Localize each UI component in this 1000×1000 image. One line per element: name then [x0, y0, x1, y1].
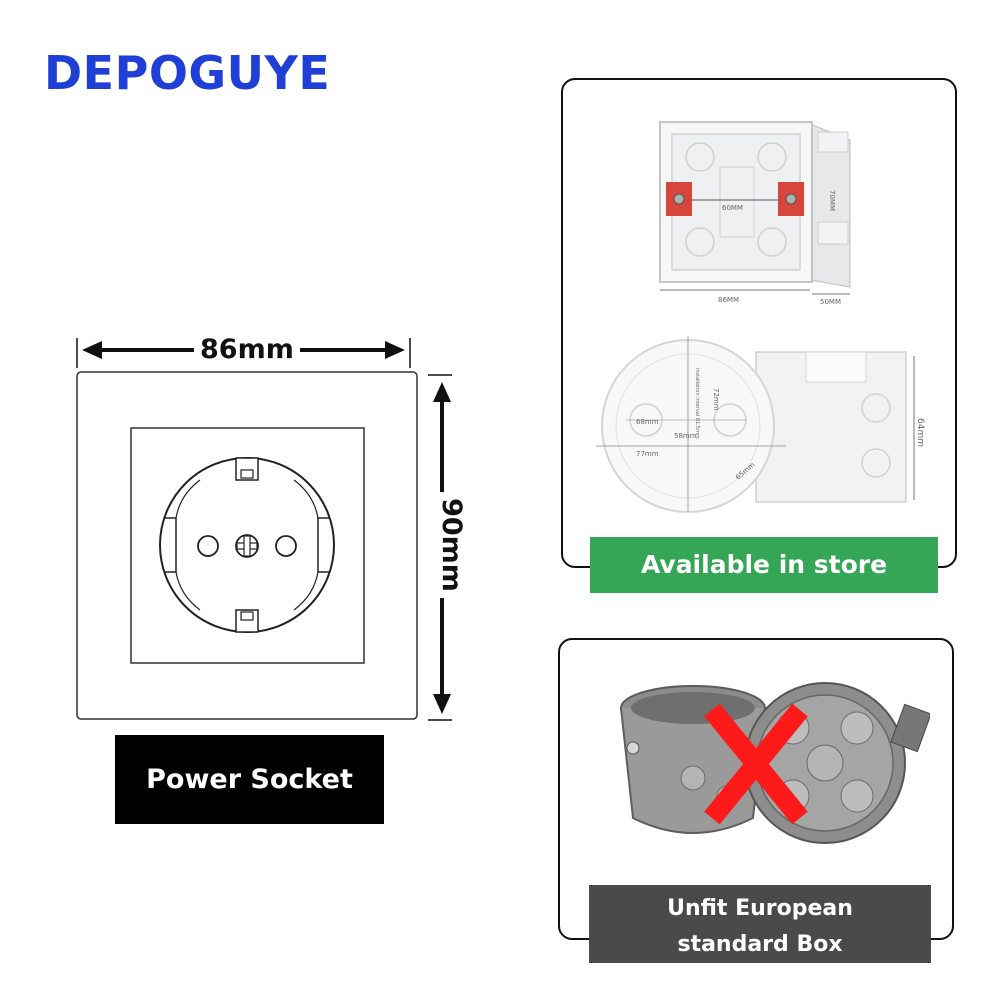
width-dimension-label: 86mm — [194, 335, 300, 365]
d77-text: 77mm — [636, 450, 659, 458]
unfit-caption: Unfit European standard Box — [589, 885, 931, 963]
d68-text: 68mm — [636, 418, 659, 426]
power-socket-caption: Power Socket — [115, 735, 384, 824]
available-caption: Available in store — [590, 537, 938, 593]
d58-text: 58mm — [674, 432, 697, 440]
unfit-caption-line2: standard Box — [677, 932, 843, 957]
d72-text: 72mm — [712, 388, 720, 411]
power-socket-caption-text: Power Socket — [146, 764, 353, 795]
inner-dimension-text: 60MM — [722, 204, 743, 212]
round-box-image: 64mm 72mm 68mm 58mm 77mm 65mm installati… — [596, 328, 936, 513]
red-cross-icon — [698, 700, 814, 828]
round-height-text: 64mm — [915, 418, 925, 447]
square-box-image: 60MM 70MM 86MM 50MM — [650, 112, 860, 307]
socket-diagram — [60, 320, 480, 740]
height-dimension-text: 70MM — [828, 190, 836, 211]
unfit-caption-line1: Unfit European — [667, 896, 853, 921]
depth-dimension-text: 50MM — [820, 298, 841, 306]
available-caption-text: Available in store — [640, 550, 888, 579]
socket-drawing — [76, 338, 452, 721]
install-interval-text: installation interval 61.5mm — [694, 368, 700, 439]
height-dimension-label: 90mm — [435, 492, 467, 598]
brand-logo: DEPOGUYE — [44, 46, 331, 100]
width-dimension-text: 86MM — [718, 296, 739, 304]
